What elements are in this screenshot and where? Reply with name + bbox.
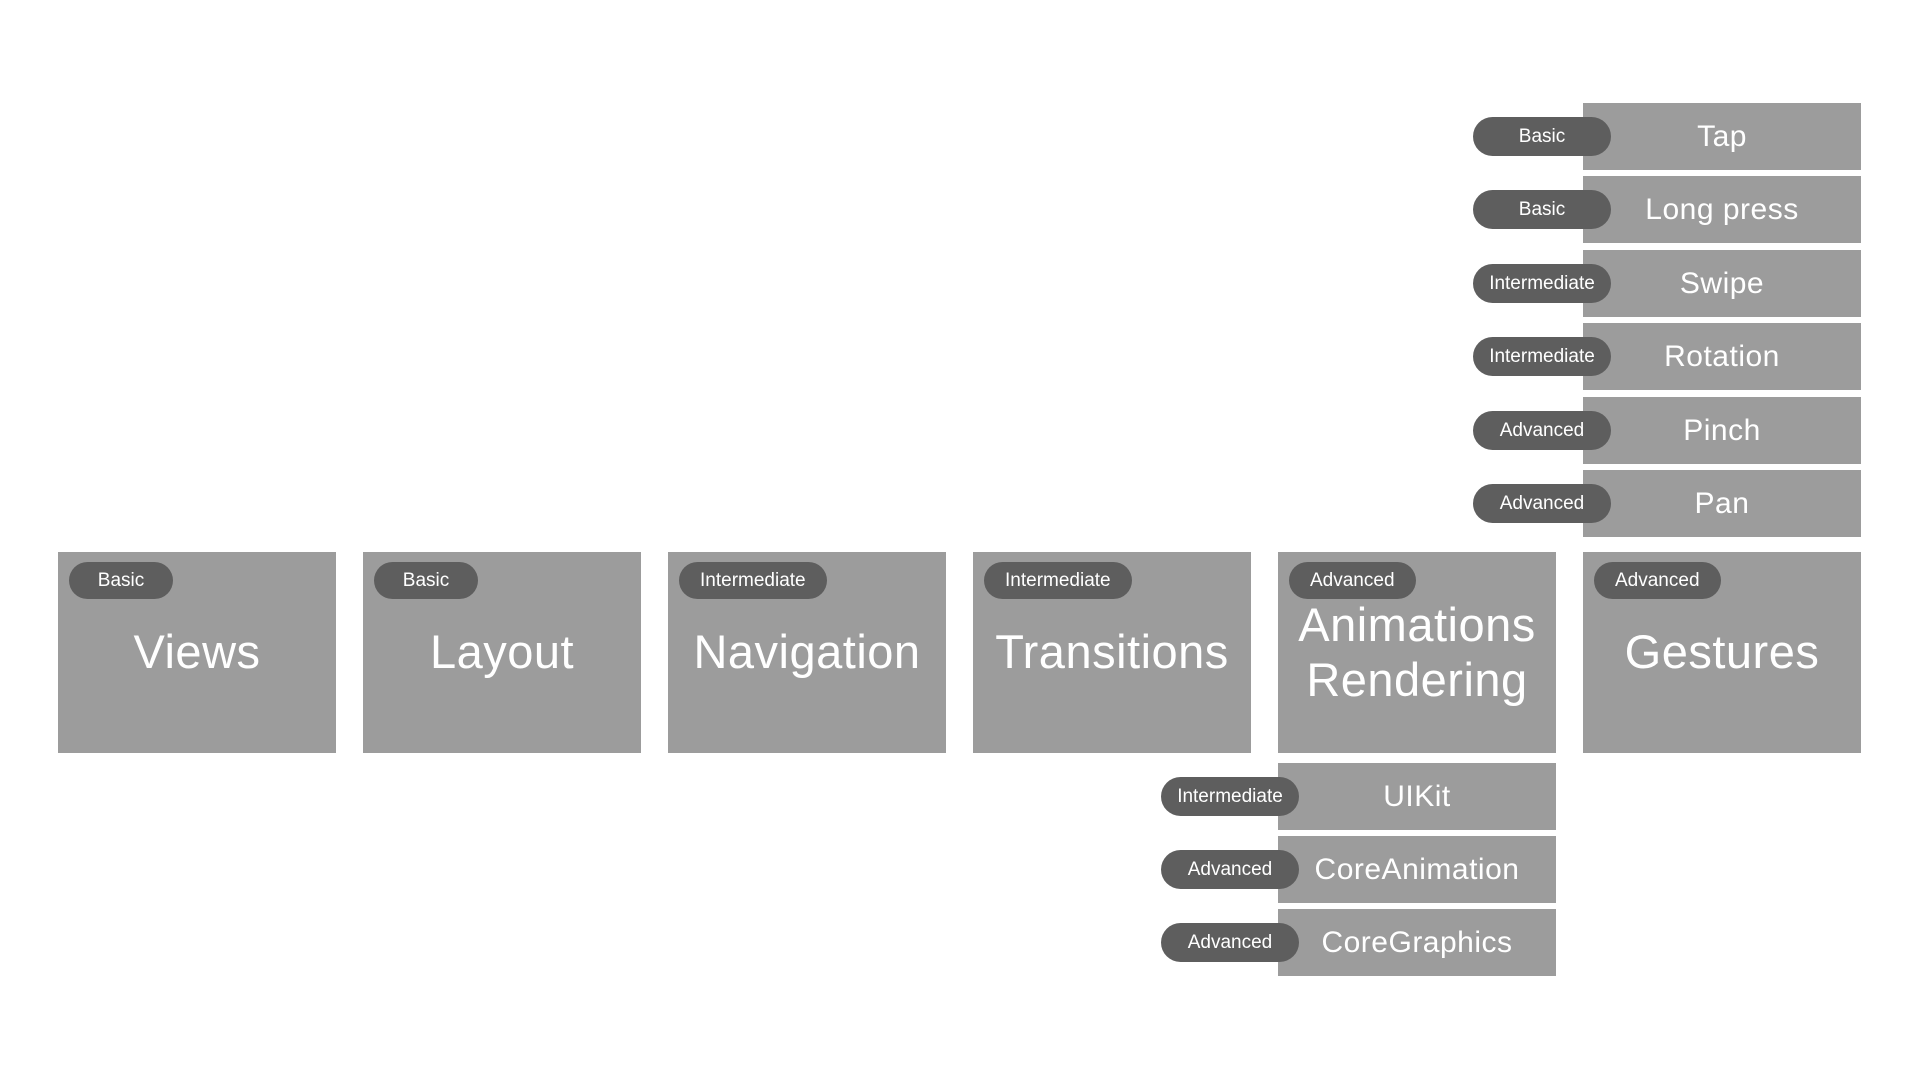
level-badge: Basic <box>1473 117 1611 156</box>
card-navigation: Intermediate Navigation <box>668 552 946 753</box>
card-views: Basic Views <box>58 552 336 753</box>
level-badge: Basic <box>69 562 173 599</box>
level-badge: Intermediate <box>1473 264 1611 303</box>
card-transitions: Intermediate Transitions <box>973 552 1251 753</box>
card-title: Pan <box>1694 486 1750 520</box>
card-swipe: Intermediate Swipe <box>1473 250 1861 317</box>
card-coreanimation: Advanced CoreAnimation <box>1161 836 1556 903</box>
card-title: Transitions <box>995 625 1229 679</box>
card-rotation: Intermediate Rotation <box>1473 323 1861 390</box>
level-badge: Intermediate <box>1161 777 1299 816</box>
card-title: CoreAnimation <box>1314 852 1520 886</box>
card-uikit: Intermediate UIKit <box>1161 763 1556 830</box>
card-title: Swipe <box>1679 266 1765 300</box>
level-badge: Basic <box>1473 190 1611 229</box>
level-badge: Basic <box>374 562 478 599</box>
card-pinch: Advanced Pinch <box>1473 397 1861 464</box>
card-gestures: Advanced Gestures <box>1583 552 1861 753</box>
card-title: Long press <box>1645 192 1799 226</box>
card-title: Pinch <box>1683 413 1761 447</box>
card-title: Animations Rendering <box>1298 597 1536 706</box>
level-badge: Intermediate <box>1473 337 1611 376</box>
card-title: UIKit <box>1383 779 1451 813</box>
card-title: Rotation <box>1664 339 1780 373</box>
level-badge: Advanced <box>1473 411 1611 450</box>
card-title: CoreGraphics <box>1321 925 1513 959</box>
card-animations-rendering: Advanced Animations Rendering <box>1278 552 1556 753</box>
card-coregraphics: Advanced CoreGraphics <box>1161 909 1556 976</box>
card-title: Tap <box>1697 119 1747 153</box>
card-pan: Advanced Pan <box>1473 470 1861 537</box>
level-badge: Advanced <box>1161 923 1299 962</box>
level-badge: Advanced <box>1473 484 1611 523</box>
level-badge: Advanced <box>1161 850 1299 889</box>
card-layout: Basic Layout <box>363 552 641 753</box>
card-tap: Basic Tap <box>1473 103 1861 170</box>
level-badge: Intermediate <box>679 562 827 599</box>
level-badge: Advanced <box>1594 562 1721 599</box>
card-title: Navigation <box>693 625 921 679</box>
card-title: Gestures <box>1624 625 1820 679</box>
card-long-press: Basic Long press <box>1473 176 1861 243</box>
card-title: Views <box>133 625 261 679</box>
level-badge: Intermediate <box>984 562 1132 599</box>
card-title: Layout <box>429 625 575 679</box>
level-badge: Advanced <box>1289 562 1416 599</box>
